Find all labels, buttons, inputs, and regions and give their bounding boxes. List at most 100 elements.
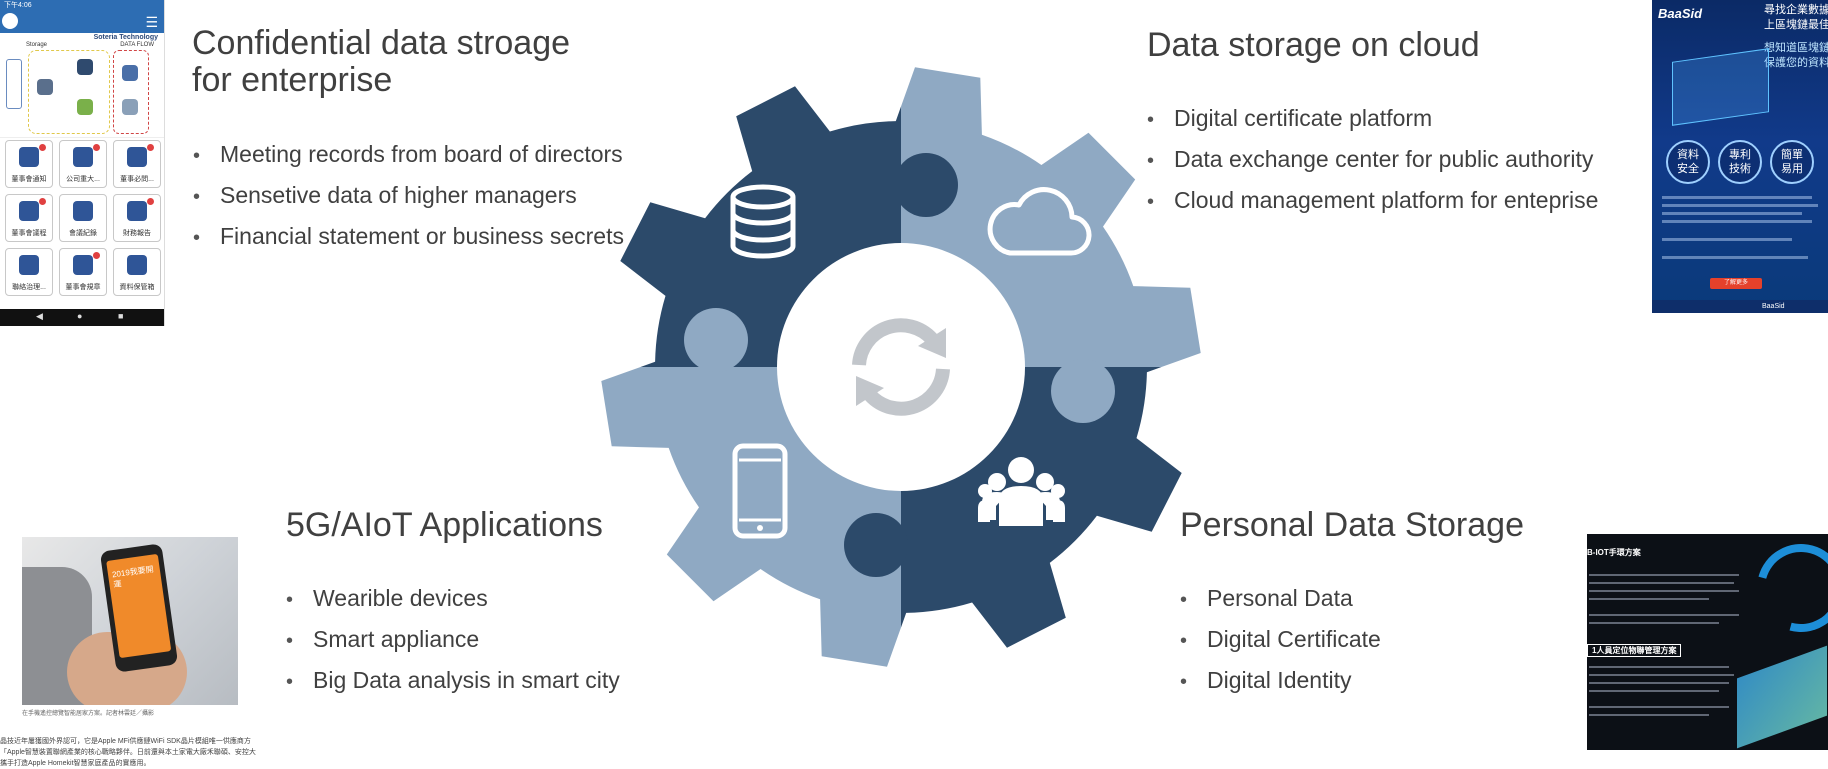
tile-icon bbox=[19, 201, 39, 221]
badge-icon bbox=[39, 144, 46, 151]
knob-bottom bbox=[844, 513, 908, 577]
recents-icon[interactable]: ■ bbox=[118, 311, 124, 321]
title-line: Data storage on cloud bbox=[1147, 26, 1480, 64]
home-icon[interactable]: ● bbox=[77, 311, 83, 321]
list-item: Personal Data bbox=[1180, 578, 1381, 619]
banner-flow-label: DATA FLOW bbox=[120, 42, 154, 48]
text-line bbox=[1662, 196, 1812, 199]
text-line bbox=[1662, 212, 1802, 215]
sync-icon bbox=[852, 318, 950, 416]
storage-box bbox=[28, 50, 110, 134]
phone-header: ☰ bbox=[0, 11, 164, 33]
tile[interactable]: 資料保管箱 bbox=[113, 248, 161, 296]
list-personal-storage: Personal Data Digital Certificate Digita… bbox=[1180, 578, 1381, 701]
screen-text: 2019我要開運 bbox=[111, 564, 155, 590]
tile[interactable]: 公司重大... bbox=[59, 140, 107, 188]
poster-line: 上區塊鏈最佳方案? bbox=[1764, 19, 1828, 31]
cloud-icon bbox=[987, 187, 1092, 256]
list-item: Financial statement or business secrets bbox=[193, 216, 624, 257]
photo-caption: 在手機遙控總覽智能居家方案。記者林雲廷／攝影 bbox=[22, 711, 155, 717]
tile[interactable]: 董事會議程 bbox=[5, 194, 53, 242]
circle-line: 簡單 bbox=[1781, 149, 1803, 161]
tile-label: 聯絡治理... bbox=[12, 284, 46, 291]
tile[interactable]: 董事會通知 bbox=[5, 140, 53, 188]
list-cloud-storage: Digital certificate platform Data exchan… bbox=[1147, 98, 1598, 221]
node-icon bbox=[77, 59, 93, 75]
phone-banner: Soteria Technology Storage DATA FLOW bbox=[0, 33, 164, 138]
tile-label: 資料保管箱 bbox=[119, 284, 155, 291]
tile-label: 會議紀錄 bbox=[69, 230, 97, 237]
title-personal-storage: Personal Data Storage bbox=[1180, 507, 1524, 544]
phone-nav-bar: ◀ ● ■ bbox=[0, 309, 164, 326]
poster-line: 保護您的資料安全? bbox=[1764, 57, 1828, 69]
baasid-poster: BaaSid 尋找企業數據 上區塊鏈最佳方案? 想知道區塊鏈如何 保護您的資料安… bbox=[1652, 0, 1828, 313]
text-line bbox=[1589, 674, 1734, 676]
laptop-illustration bbox=[1672, 48, 1769, 126]
circle-line: 安全 bbox=[1677, 163, 1699, 175]
badge-icon bbox=[93, 252, 100, 259]
tile-icon bbox=[19, 147, 39, 167]
circle-line: 易用 bbox=[1781, 163, 1803, 175]
badge-icon bbox=[147, 144, 154, 151]
back-icon[interactable]: ◀ bbox=[36, 311, 43, 321]
text-line bbox=[1589, 682, 1729, 684]
list-item: Smart appliance bbox=[286, 619, 620, 660]
node-icon bbox=[37, 79, 53, 95]
text-line bbox=[1589, 598, 1709, 600]
learn-more-button[interactable]: 了解更多 bbox=[1710, 278, 1762, 289]
tile-label: 董事會規章 bbox=[65, 284, 101, 291]
tile[interactable]: 董事會規章 bbox=[59, 248, 107, 296]
dataflow-box bbox=[113, 50, 149, 134]
article-line: 晶技近年屢獲國外界認可，它是Apple MFi供應鏈WiFi SDK晶片模組唯一… bbox=[0, 738, 251, 745]
tile[interactable]: 會議紀錄 bbox=[59, 194, 107, 242]
list-aiot: Wearible devices Smart appliance Big Dat… bbox=[286, 578, 620, 701]
title-aiot: 5G/AIoT Applications bbox=[286, 507, 603, 544]
tile-icon bbox=[73, 201, 93, 221]
node-icon bbox=[122, 65, 138, 81]
tile[interactable]: 董事必問... bbox=[113, 140, 161, 188]
list-item: Data exchange center for public authorit… bbox=[1147, 139, 1598, 180]
text-line bbox=[1662, 256, 1808, 259]
list-item: Digital certificate platform bbox=[1147, 98, 1598, 139]
title-line: Confidential data stroage bbox=[192, 24, 571, 62]
text-line bbox=[1589, 590, 1739, 592]
article-line: 攜手打造Apple Homekit智慧家庭產品的實應用。 bbox=[0, 760, 151, 767]
tile-label: 財務報告 bbox=[123, 230, 151, 237]
list-item: Digital Certificate bbox=[1180, 619, 1381, 660]
text-line bbox=[1589, 690, 1719, 692]
tile-icon bbox=[127, 201, 147, 221]
circle-line: 資料 bbox=[1677, 149, 1699, 161]
app-logo-icon bbox=[2, 13, 18, 29]
knob-right bbox=[1051, 359, 1115, 423]
tile[interactable]: 財務報告 bbox=[113, 194, 161, 242]
phone-in-hand-photo: 2019我要開運 bbox=[22, 537, 238, 705]
phone-app-screenshot: 下午4:06 ☰ Soteria Technology Storage DATA… bbox=[0, 0, 165, 326]
people-icon bbox=[978, 457, 1065, 526]
badge-icon bbox=[147, 198, 154, 205]
list-item: Big Data analysis in smart city bbox=[286, 660, 620, 701]
iso-illustration bbox=[1737, 645, 1827, 749]
list-item: Cloud management platform for enteprise bbox=[1147, 180, 1598, 221]
poster-footer: BaaSid bbox=[1652, 300, 1828, 313]
text-line bbox=[1589, 582, 1734, 584]
badge-icon bbox=[93, 144, 100, 151]
list-item: Meeting records from board of directors bbox=[193, 134, 624, 175]
circle-line: 技術 bbox=[1729, 163, 1751, 175]
poster-line: 想知道區塊鏈如何 bbox=[1764, 42, 1828, 54]
poster-brand: BaaSid bbox=[1658, 6, 1703, 21]
hamburger-menu-icon: ☰ bbox=[145, 14, 158, 30]
smartphone-icon bbox=[732, 443, 788, 539]
sync-arrow-head-1 bbox=[918, 328, 946, 358]
swirl-logo-icon bbox=[1740, 534, 1828, 649]
list-item: Digital Identity bbox=[1180, 660, 1381, 701]
banner-title: Soteria Technology bbox=[93, 34, 158, 41]
tile[interactable]: 聯絡治理... bbox=[5, 248, 53, 296]
text-line bbox=[1589, 714, 1709, 716]
title-confidential-storage: Confidential data stroage for enterprise bbox=[192, 25, 570, 99]
tile-label: 董事會通知 bbox=[11, 176, 47, 183]
tile-label: 董事會議程 bbox=[11, 230, 47, 237]
phone-status-bar: 下午4:06 bbox=[0, 0, 164, 11]
text-line bbox=[1589, 622, 1719, 624]
tile-icon bbox=[19, 255, 39, 275]
text-line bbox=[1662, 220, 1812, 223]
